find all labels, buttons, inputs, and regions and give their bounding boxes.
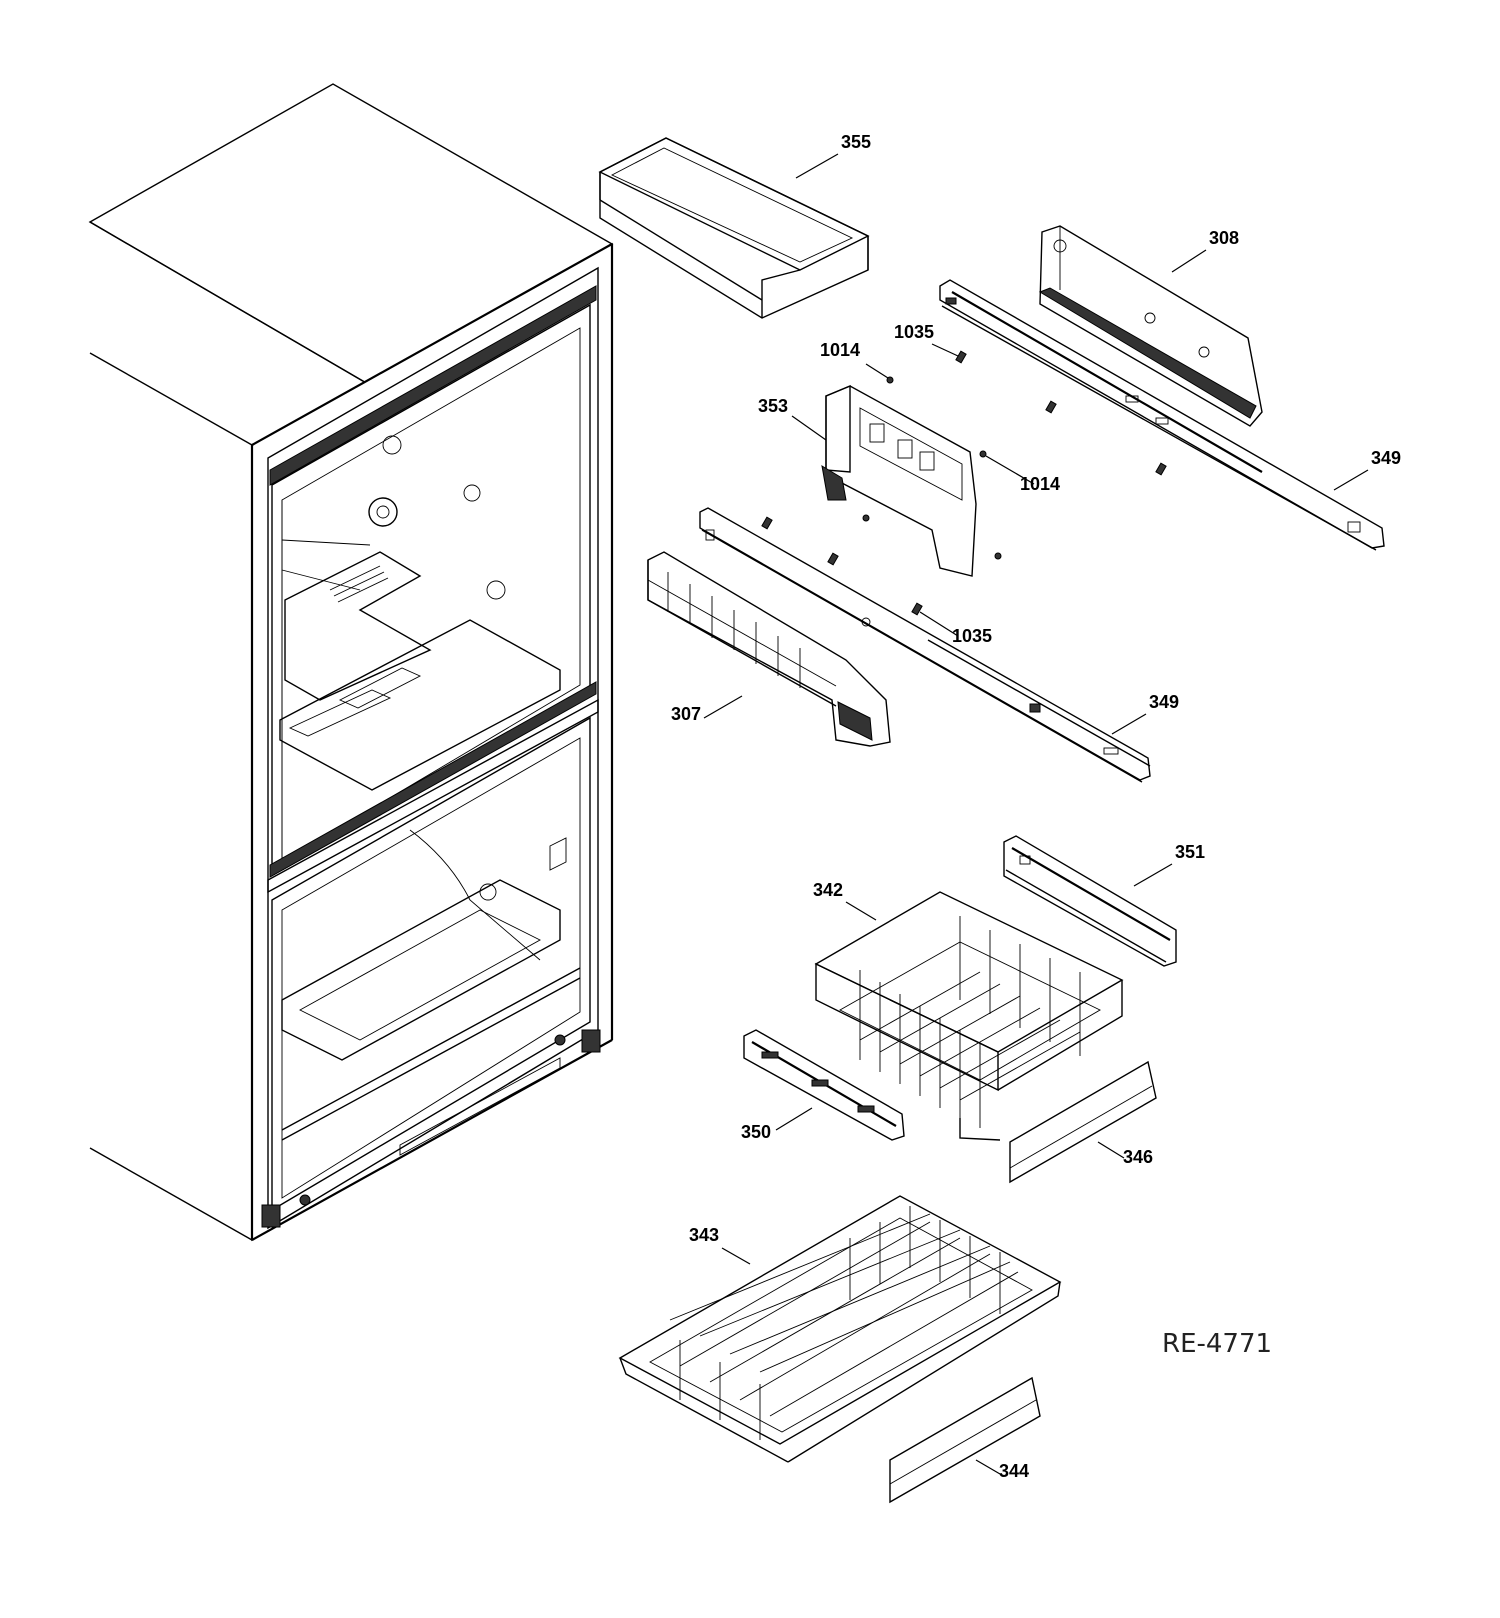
callout-labels: 355 308 1035 1014 353 349 1014 1035 349 307 351 342… (671, 132, 1401, 1481)
part-307-frame (647, 551, 891, 747)
part-349-lower-slide (699, 507, 1151, 783)
callout-349: 349 (1371, 448, 1401, 468)
part-344-panel (889, 1376, 1041, 1504)
callout-342: 342 (813, 880, 843, 900)
part-350-slide (743, 1029, 905, 1141)
part-308-rail (1038, 225, 1263, 427)
callout-307: 307 (671, 704, 701, 724)
callout-308: 308 (1209, 228, 1239, 248)
refrigerator-cabinet (88, 83, 614, 1242)
callout-351: 351 (1175, 842, 1205, 862)
part-346-panel (1009, 1060, 1157, 1184)
callout-355: 355 (841, 132, 871, 152)
part-351-slide (1003, 835, 1177, 967)
screws (761, 350, 1167, 616)
part-349-upper-slide (939, 279, 1385, 551)
callout-349: 349 (1149, 692, 1179, 712)
callout-1014: 1014 (820, 340, 860, 360)
part-353-bracket (821, 384, 977, 577)
callout-343: 343 (689, 1225, 719, 1245)
callout-1035: 1035 (894, 322, 934, 342)
callout-346: 346 (1123, 1147, 1153, 1167)
part-342-basket (814, 891, 1124, 1141)
callout-350: 350 (741, 1122, 771, 1142)
callout-1014: 1014 (1020, 474, 1060, 494)
callout-344: 344 (999, 1461, 1029, 1481)
leader-lines (703, 153, 1369, 1475)
callout-1035: 1035 (952, 626, 992, 646)
part-355-tray (598, 137, 870, 319)
diagram-code: RE-4771 (1162, 1329, 1272, 1359)
part-343-basket (618, 1195, 1062, 1463)
callout-353: 353 (758, 396, 788, 416)
